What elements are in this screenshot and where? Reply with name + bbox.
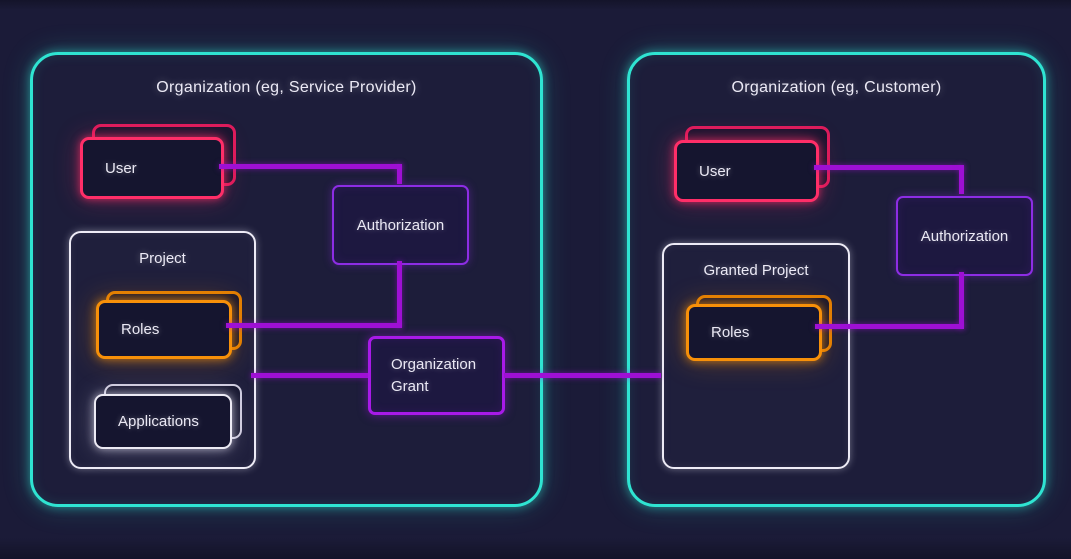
connector-authorization-to-roles-right-vertical bbox=[959, 272, 964, 329]
organization-customer-container: Organization (eg, Customer) User Authori… bbox=[627, 52, 1046, 507]
connector-authorization-to-roles-right-horizontal bbox=[815, 324, 964, 329]
user-label: User bbox=[105, 159, 137, 177]
authorization-label: Authorization bbox=[920, 227, 1009, 245]
user-card: User bbox=[80, 137, 224, 199]
connector-user-to-authorization-left-vertical bbox=[397, 164, 402, 184]
granted-project-title: Granted Project bbox=[703, 262, 809, 279]
connector-organization-grant-to-granted-project bbox=[504, 373, 661, 378]
authorization-label: Authorization bbox=[356, 216, 445, 234]
organization-customer-title: Organization (eg, Customer) bbox=[731, 79, 942, 96]
user-label: User bbox=[699, 162, 731, 180]
project-container: Project Roles Applications bbox=[69, 231, 256, 469]
organization-grant-box: Organization Grant bbox=[368, 336, 505, 415]
connector-user-to-authorization-right-vertical bbox=[959, 165, 964, 194]
connector-user-to-authorization-left-horizontal bbox=[219, 164, 402, 169]
authorization-box: Authorization bbox=[332, 185, 469, 265]
roles-card: Roles bbox=[96, 300, 232, 359]
organization-grant-label: Organization Grant bbox=[391, 355, 477, 395]
connector-project-to-organization-grant bbox=[251, 373, 368, 378]
granted-project-container: Granted Project Roles bbox=[662, 243, 850, 469]
connector-authorization-to-roles-left-horizontal bbox=[226, 323, 402, 328]
connector-user-to-authorization-right-horizontal bbox=[814, 165, 964, 170]
applications-card: Applications bbox=[94, 394, 232, 449]
organization-service-provider-title: Organization (eg, Service Provider) bbox=[156, 79, 417, 96]
authorization-box: Authorization bbox=[896, 196, 1033, 276]
roles-label: Roles bbox=[121, 321, 160, 338]
roles-label: Roles bbox=[711, 324, 750, 341]
roles-card: Roles bbox=[686, 304, 822, 361]
connector-authorization-to-roles-left-vertical bbox=[397, 261, 402, 328]
organization-service-provider-container: Organization (eg, Service Provider) User… bbox=[30, 52, 543, 507]
project-title: Project bbox=[139, 250, 186, 267]
applications-label: Applications bbox=[118, 413, 199, 430]
user-card: User bbox=[674, 140, 819, 202]
